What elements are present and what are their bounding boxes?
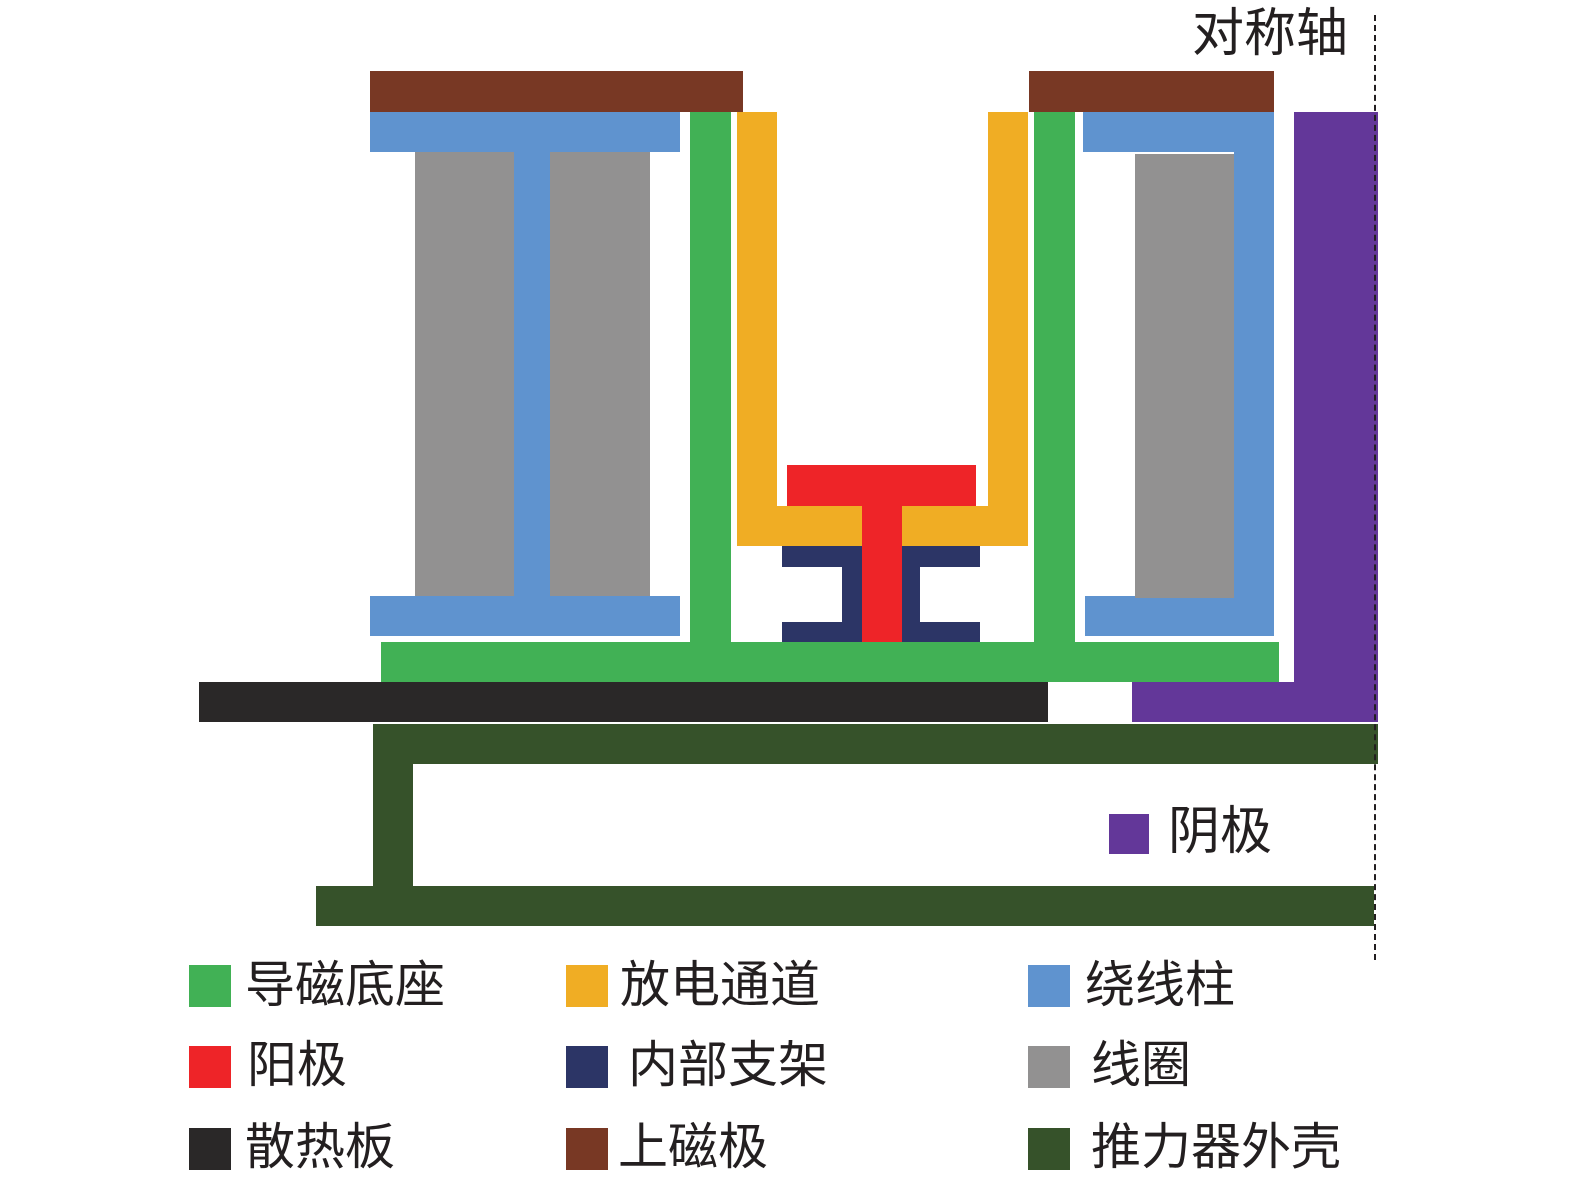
legend-label: 上磁极 [618, 1118, 768, 1176]
magnetic-base-right-wall [1034, 112, 1075, 642]
cathode-legend-label: 阴极 [1168, 802, 1273, 862]
legend-label: 散热板 [245, 1118, 395, 1176]
coil-left-outer [415, 152, 514, 596]
thruster-shell-bottom [316, 886, 1374, 926]
coil-post-right-top-flange [1083, 112, 1274, 152]
upper-pole-right [1029, 71, 1274, 112]
legend-swatch [566, 1046, 608, 1088]
thruster-shell-top [373, 724, 1378, 764]
legend-swatch [566, 965, 608, 1007]
coil-post-right-web [1234, 152, 1274, 596]
cathode-bottom [1132, 682, 1378, 722]
inner-support-left-bottom [782, 622, 862, 642]
legend-swatch [1028, 965, 1070, 1007]
thruster-shell-side [373, 764, 413, 886]
inner-support-right-bottom [902, 622, 980, 642]
legend-label: 导磁底座 [245, 956, 445, 1014]
legend-label: 绕线柱 [1085, 956, 1235, 1014]
coil-post-left-top-flange [370, 112, 680, 152]
coil-left-inner [550, 152, 650, 596]
magnetic-base-plate [381, 642, 1279, 682]
legend-swatch [189, 1046, 231, 1088]
coil-right [1135, 154, 1234, 598]
legend-swatch [189, 1128, 231, 1170]
cathode-vertical [1294, 112, 1378, 682]
discharge-channel-bottom-left [737, 506, 862, 546]
magnetic-base-left-wall [690, 112, 731, 642]
legend-label: 推力器外壳 [1091, 1118, 1341, 1176]
legend-swatch [1028, 1128, 1070, 1170]
upper-pole-left [370, 71, 743, 112]
legend-label: 阳极 [247, 1036, 347, 1094]
cathode-legend-swatch [1109, 814, 1149, 854]
coil-post-left-web [514, 152, 550, 596]
coil-post-left-bottom-flange [370, 596, 680, 636]
legend-swatch [1028, 1046, 1070, 1088]
symmetry-axis-label: 对称轴 [1192, 4, 1349, 64]
anode-stem [862, 465, 902, 642]
discharge-channel-right-wall [988, 112, 1028, 546]
legend-swatch [189, 965, 231, 1007]
inner-support-right-top [902, 546, 980, 567]
discharge-channel-left-wall [737, 112, 777, 546]
inner-support-right-post [902, 546, 920, 642]
heat-sink [199, 682, 1048, 722]
discharge-channel-bottom-right [902, 506, 1028, 546]
coil-post-right-bottom-flange [1085, 596, 1274, 636]
legend-label: 线圈 [1091, 1036, 1191, 1094]
legend-label: 放电通道 [620, 956, 820, 1014]
inner-support-left-post [842, 546, 862, 642]
legend-swatch [566, 1128, 608, 1170]
legend-label: 内部支架 [628, 1036, 828, 1094]
symmetry-axis-line [1374, 15, 1376, 960]
